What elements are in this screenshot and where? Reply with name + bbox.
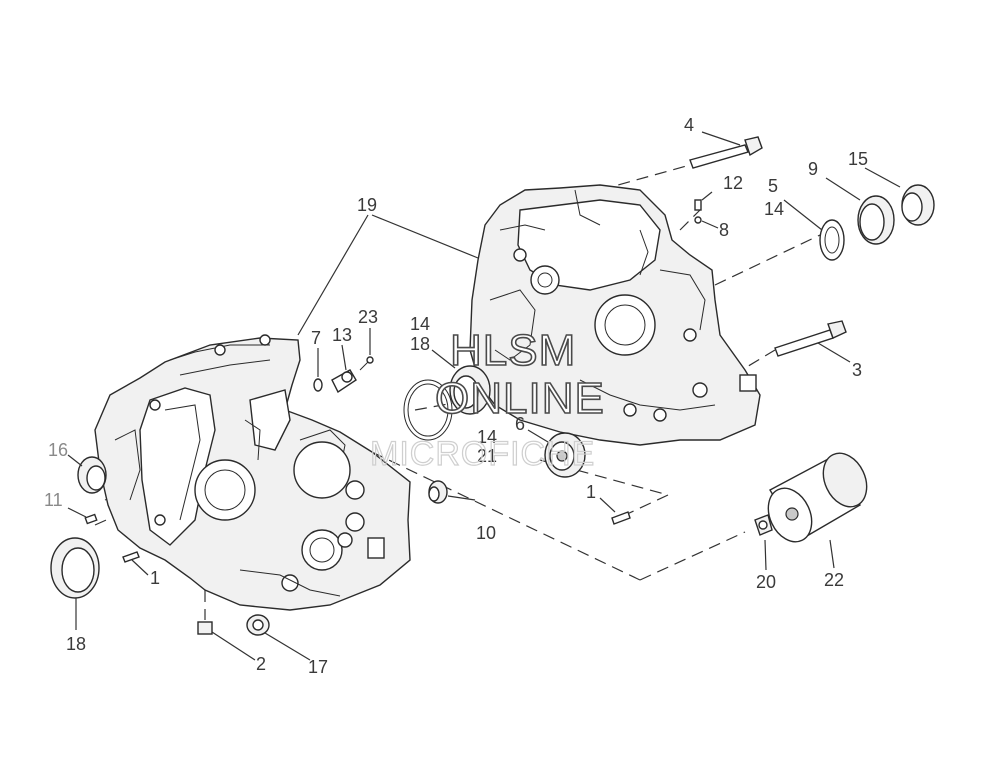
part-20-fitting	[754, 514, 773, 536]
part-1-bolt-right	[611, 511, 631, 525]
label-19: 19	[357, 195, 377, 215]
part-15-bushing	[901, 184, 935, 226]
part-21-o-ring	[403, 379, 453, 441]
leader-lines	[67, 131, 901, 661]
label-18-center: 18	[410, 334, 430, 354]
label-7: 7	[311, 328, 321, 348]
label-3: 3	[852, 360, 862, 380]
watermark: MICROFICHE HLSM ONLINE	[369, 325, 605, 473]
part-12-dowel	[694, 199, 702, 211]
part-11-pin	[84, 513, 98, 525]
label-23: 23	[358, 307, 378, 327]
part-1-bolt-left	[122, 551, 140, 563]
label-14-center-bottom: 14	[477, 427, 497, 447]
label-17: 17	[308, 657, 328, 677]
part-13-fitting	[331, 369, 357, 394]
part-18-bearing-center	[449, 365, 491, 415]
watermark-line-1: HLSM	[450, 326, 576, 375]
label-16: 16	[48, 440, 68, 460]
label-1-left: 1	[150, 568, 160, 588]
label-10: 10	[476, 523, 496, 543]
part-22-oil-filter	[767, 452, 868, 543]
part-23-screw	[359, 356, 374, 371]
callout-labels: 19 4 12 8 5 14 9 15 3 7 13 23 14 18 6 14…	[44, 115, 868, 677]
label-14-right: 14	[764, 199, 784, 219]
label-4: 4	[684, 115, 694, 135]
part-8-pin	[694, 216, 702, 224]
label-9: 9	[808, 159, 818, 179]
label-15: 15	[848, 149, 868, 169]
part-9-bearing	[857, 195, 895, 245]
label-22: 22	[824, 570, 844, 590]
label-14-center-top: 14	[410, 314, 430, 334]
part-2-plug	[197, 621, 213, 635]
part-17-washer	[246, 614, 270, 636]
part-6-bearing	[544, 432, 586, 478]
label-21: 21	[477, 446, 497, 466]
part-4-bolt	[689, 136, 763, 169]
left-crankcase-half	[94, 334, 411, 611]
watermark-line-3: MICROFICHE	[370, 435, 595, 473]
label-1-right: 1	[586, 482, 596, 502]
watermark-line-2: ONLINE	[435, 374, 605, 423]
label-13: 13	[332, 325, 352, 345]
part-10-bushing	[428, 480, 448, 504]
part-18-bearing-left	[50, 537, 100, 599]
part-3-bolt	[774, 320, 847, 357]
part-7-pin	[313, 378, 323, 392]
label-8: 8	[719, 220, 729, 240]
label-12: 12	[723, 173, 743, 193]
part-16-bearing	[77, 456, 107, 494]
label-20: 20	[756, 572, 776, 592]
label-11: 11	[44, 490, 63, 510]
right-crankcase-half	[469, 184, 761, 446]
label-5: 5	[768, 176, 778, 196]
part-5-seal	[819, 219, 845, 261]
label-18-left: 18	[66, 634, 86, 654]
label-2: 2	[256, 654, 266, 674]
label-6: 6	[515, 414, 525, 434]
